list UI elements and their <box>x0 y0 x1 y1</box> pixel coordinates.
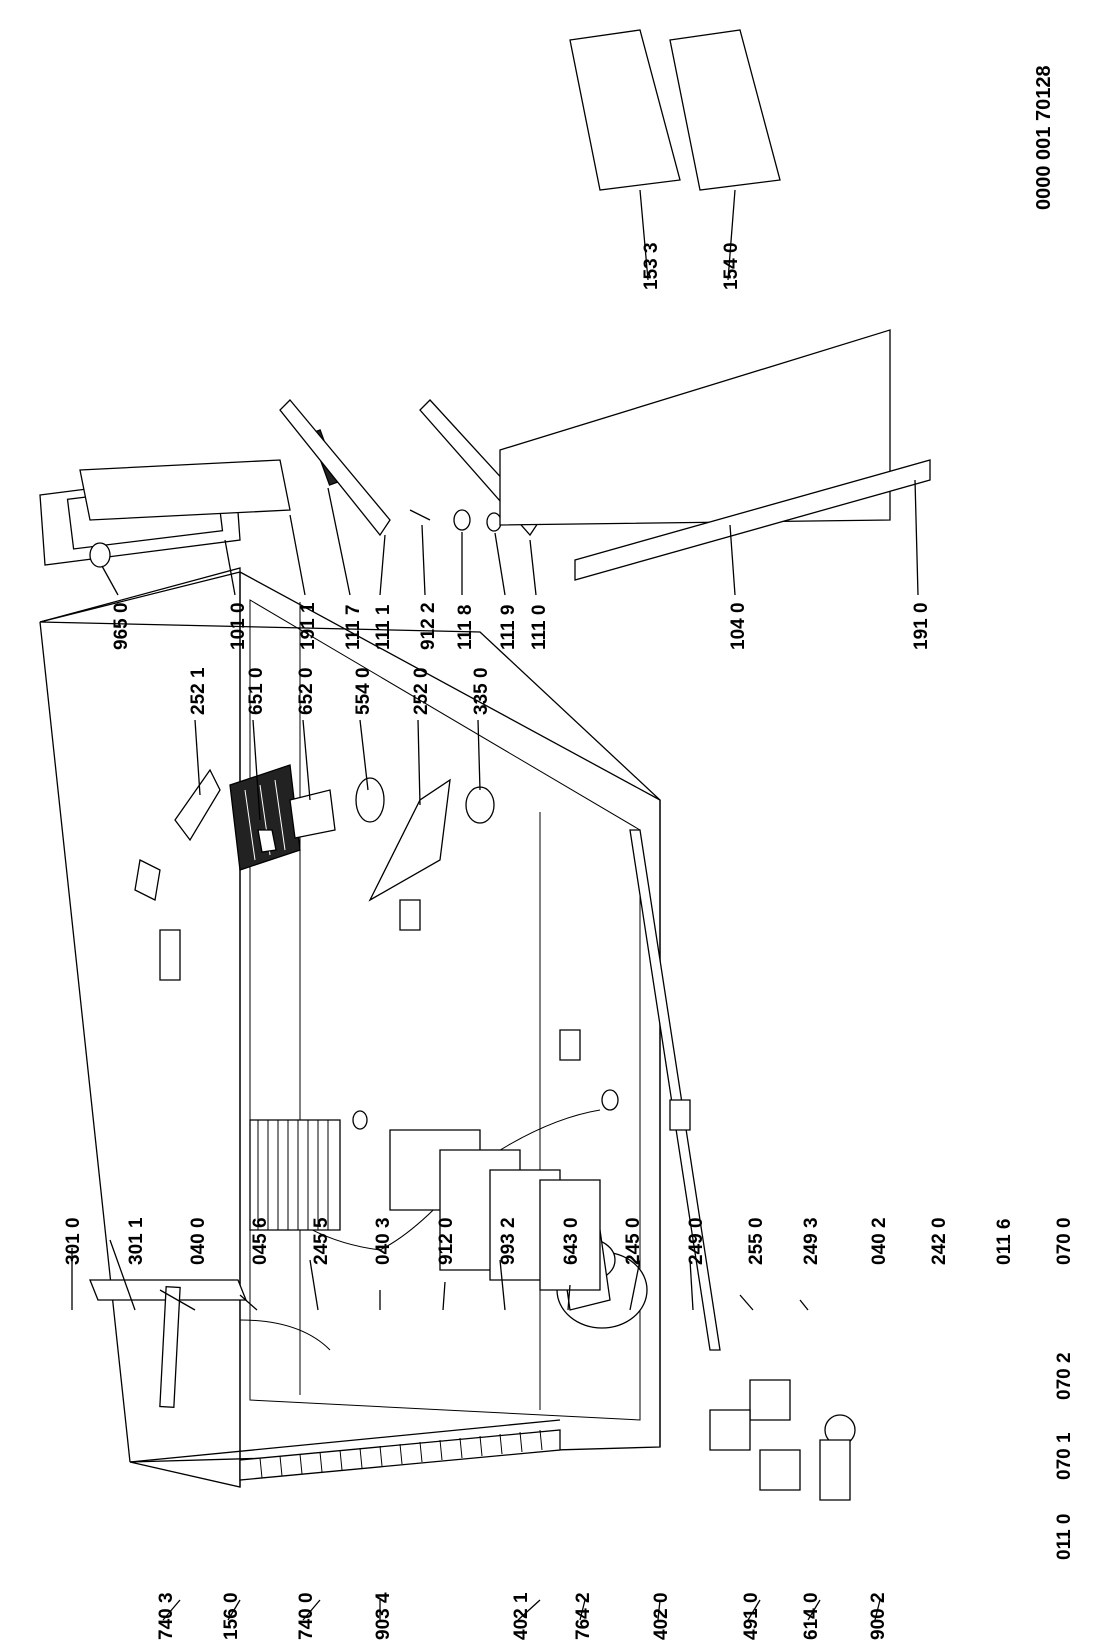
part-651-0 <box>257 829 277 853</box>
part-245-5-grid <box>249 1119 341 1231</box>
part-shelves <box>389 1129 601 1291</box>
label-070-2: 070 2 <box>1054 1352 1075 1400</box>
label-554-0: 554 0 <box>353 667 374 715</box>
label-252-1: 252 1 <box>188 667 209 715</box>
part-912-2-screw <box>409 509 431 521</box>
label-111-1: 111 1 <box>373 604 394 650</box>
label-111-0: 111 0 <box>529 605 550 650</box>
freezer-gasket-191-1 <box>79 459 291 521</box>
label-993-2: 993 2 <box>498 1217 519 1265</box>
label-335-0: 335 0 <box>471 667 492 715</box>
document-number: 0000 001 70128 <box>1033 65 1055 210</box>
label-965-0: 965 0 <box>111 602 132 650</box>
label-191-0: 191 0 <box>911 602 932 650</box>
label-249-0: 249 0 <box>686 1217 707 1265</box>
part-252-0 <box>368 778 451 902</box>
part-554-0-spring <box>355 777 385 823</box>
label-011-6: 011 6 <box>994 1219 1015 1266</box>
label-255-0: 255 0 <box>746 1217 767 1265</box>
label-651-0: 651 0 <box>246 667 267 715</box>
part-070-0-strip <box>629 829 721 1351</box>
label-900-2: 900 2 <box>868 1592 889 1640</box>
label-111-7: 111 7 <box>343 605 364 650</box>
label-045-6: 045 6 <box>250 1217 271 1265</box>
part-111-9 <box>486 512 502 532</box>
fridge-door-104-0 <box>499 329 891 526</box>
top-trim-strip <box>89 1279 247 1408</box>
label-070-1: 070 1 <box>1054 1432 1075 1480</box>
label-912-0: 912 0 <box>436 1217 457 1265</box>
leader-lines <box>71 189 919 1621</box>
label-104-0: 104 0 <box>728 602 749 650</box>
label-614-0: 614 0 <box>801 1592 822 1640</box>
label-912-2: 912 2 <box>418 602 439 650</box>
part-111-8 <box>453 509 471 531</box>
part-335-0-knob <box>465 786 495 824</box>
label-740-3: 740 3 <box>156 1592 177 1640</box>
label-249-3: 249 3 <box>801 1217 822 1265</box>
label-252-0: 252 0 <box>411 667 432 715</box>
label-301-1: 301 1 <box>126 1217 147 1265</box>
label-154-0: 154 0 <box>721 242 742 290</box>
label-245-0: 245 0 <box>623 1217 644 1265</box>
part-740-0-condenser <box>239 1429 561 1481</box>
label-011-0: 011 0 <box>1054 1514 1075 1561</box>
label-153-3: 153 3 <box>641 242 662 290</box>
label-245-5: 245 5 <box>311 1217 332 1265</box>
label-903-4: 903 4 <box>373 1592 394 1640</box>
door-balcony-153-3 <box>569 29 681 191</box>
label-156-0: 156 0 <box>221 1592 242 1640</box>
part-111-1-rail <box>279 399 391 537</box>
fridge-gasket-191-0 <box>574 459 931 581</box>
label-070-0: 070 0 <box>1054 1217 1075 1265</box>
label-101-0: 101 0 <box>228 602 249 650</box>
label-764-2: 764 2 <box>573 1592 594 1640</box>
label-402-0: 402 0 <box>651 1592 672 1640</box>
label-242-0: 242 0 <box>929 1217 950 1265</box>
label-301-0: 301 0 <box>63 1217 84 1265</box>
misc-small-parts <box>89 542 856 1501</box>
label-643-0: 643 0 <box>561 1217 582 1265</box>
door-balcony-154-0 <box>669 29 781 191</box>
label-652-0: 652 0 <box>296 667 317 715</box>
label-040-0: 040 0 <box>188 1217 209 1265</box>
label-040-2: 040 2 <box>869 1217 890 1265</box>
label-191-1: 191 1 <box>298 602 319 650</box>
label-402-1: 402 1 <box>511 1592 532 1640</box>
label-040-3: 040 3 <box>373 1217 394 1265</box>
cabinet <box>39 567 661 1488</box>
part-652-0 <box>289 789 336 839</box>
label-111-9: 111 9 <box>498 605 519 650</box>
label-491-0: 491 0 <box>741 1592 762 1640</box>
part-labels: 301 0 301 1 040 0 045 6 245 5 040 3 912 … <box>63 65 1075 1640</box>
label-111-8: 111 8 <box>455 605 476 650</box>
label-740-0: 740 0 <box>296 1592 317 1640</box>
part-252-1 <box>174 768 221 842</box>
part-156-0-ice-tray <box>229 764 301 871</box>
